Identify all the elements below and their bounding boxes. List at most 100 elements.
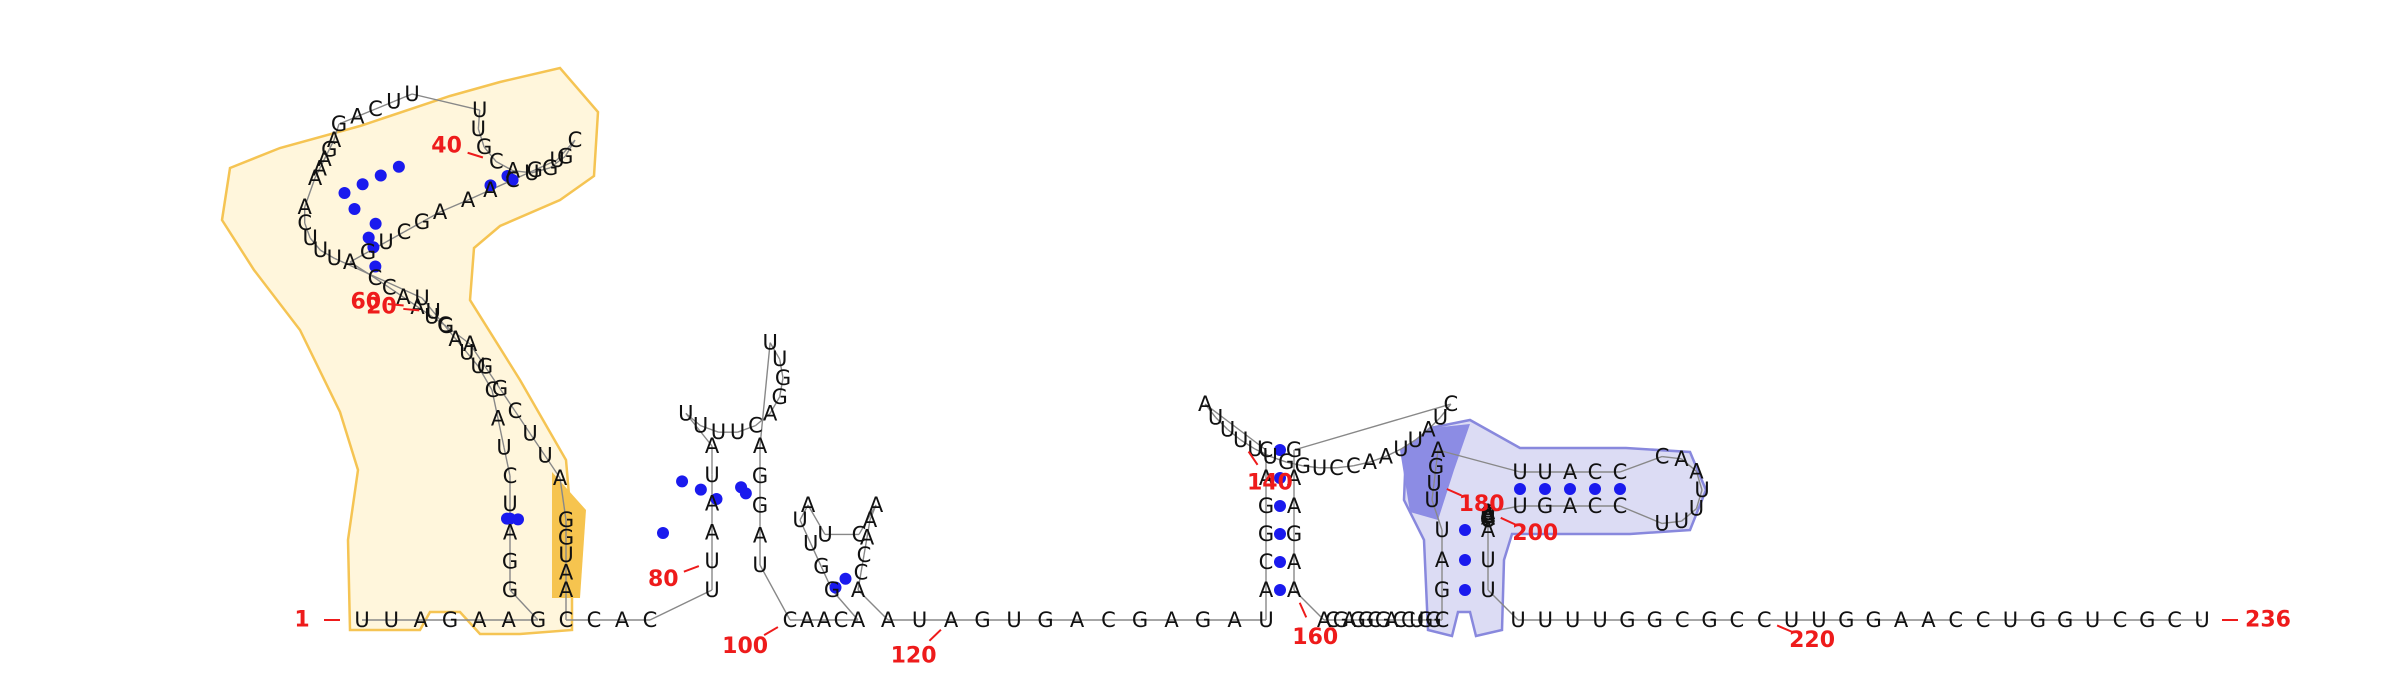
position-label-20: 20 [366, 294, 397, 319]
backbone-segment [333, 257, 423, 299]
nucleotide-137: A [1198, 392, 1213, 416]
nucleotide-216: G [1647, 608, 1663, 632]
backbone-segment [491, 389, 499, 419]
base-pair-dot [369, 217, 382, 230]
nucleotide-125: C [1101, 608, 1116, 632]
nucleotide-3: A [413, 608, 428, 632]
highlight-yellow-region [220, 66, 600, 636]
nucleotide-42: U [524, 161, 539, 185]
nucleotide-204: U [1480, 505, 1495, 529]
nucleotide-7: G [530, 608, 546, 632]
nucleotide-164: A [1342, 608, 1357, 632]
nucleotide-130: U [1258, 608, 1273, 632]
backbone-segment [1270, 455, 1287, 463]
base-pair-dot [369, 260, 382, 273]
backbone-segment [810, 543, 822, 567]
nucleotide-154: C [1444, 392, 1459, 416]
backbone-segment [857, 589, 889, 621]
backbone-segment [385, 231, 405, 243]
nucleotide-14: A [491, 407, 506, 431]
nucleotide-189: A [1674, 447, 1689, 471]
nucleotide-230: G [2030, 608, 2046, 632]
nucleotide-59: A [396, 285, 411, 309]
nucleotide-94: U [762, 331, 777, 355]
nucleotide-115: C [857, 543, 872, 567]
base-pair-dot [367, 241, 380, 254]
backbone-segment [799, 519, 812, 544]
backbone-segment [685, 412, 713, 447]
nucleotide-85: U [678, 401, 693, 425]
backbone-segment [417, 306, 433, 317]
nucleotide-177: A [1435, 548, 1450, 572]
backbone-segment [769, 342, 781, 360]
nucleotide-186: C [1588, 460, 1603, 484]
backbone-segment [338, 115, 358, 125]
backbone-segment [778, 359, 784, 379]
backbone-segment [1681, 508, 1697, 522]
base-pair-layer [338, 160, 1626, 596]
nucleotide-214: U [1592, 608, 1607, 632]
nucleotide-10: A [503, 521, 518, 545]
nucleotide-83: U [704, 463, 719, 487]
backbone-segment [349, 251, 369, 263]
nucleotide-65: G [492, 377, 508, 401]
nucleotide-140: U [1233, 428, 1248, 452]
nucleotide-209: U [1480, 548, 1495, 572]
nucleotide-98: A [753, 523, 768, 547]
backbone-segment [700, 424, 719, 433]
nucleotide-34: C [368, 97, 383, 121]
backbone-segment [431, 315, 447, 327]
nucleotide-207: U [1480, 508, 1495, 532]
nucleotide-142: U [1263, 444, 1278, 468]
nucleotide-124: A [1070, 608, 1085, 632]
nucleotide-153: U [1433, 405, 1448, 429]
nucleotide-212: U [1538, 608, 1553, 632]
backbone-segment [531, 167, 551, 174]
nucleotide-21: U [414, 286, 429, 310]
nucleotide-190: A [1689, 459, 1704, 483]
nucleotide-64: G [477, 354, 493, 378]
nucleotide-76: C [587, 608, 602, 632]
base-pair-dot [735, 481, 748, 494]
nucleotide-119: U [912, 608, 927, 632]
nucleotide-8: G [502, 578, 518, 602]
backbone-segment [349, 261, 376, 279]
nucleotide-151: U [1408, 428, 1423, 452]
position-label-220: 220 [1789, 628, 1835, 653]
nucleotide-195: C [1613, 494, 1628, 518]
nucleotide-78: C [643, 608, 658, 632]
nucleotide-63: A [463, 332, 478, 356]
nucleotide-203: C [1481, 503, 1496, 527]
nucleotide-105: G [824, 578, 840, 602]
backbone-segment [477, 365, 493, 391]
backbone-segment [323, 149, 330, 160]
nucleotide-191: U [1694, 478, 1709, 502]
nucleotide-179: U [1424, 488, 1439, 512]
backbone-segment [649, 589, 713, 621]
backbone-segment [1487, 589, 1519, 621]
nucleotide-30: G [321, 138, 337, 162]
nucleotide-41: A [506, 159, 521, 183]
nucleotide-60: A [410, 295, 425, 319]
nucleotide-33: A [350, 105, 365, 129]
base-pair-dot [1614, 483, 1626, 495]
nucleotide-26: A [298, 195, 313, 219]
nucleotide-71: G [558, 526, 574, 550]
backbone-segment [374, 277, 390, 289]
backbone-layer [303, 93, 2202, 621]
nucleotide-50: A [461, 188, 476, 212]
nucleotide-35: U [386, 90, 401, 114]
nucleotide-139: U [1220, 417, 1235, 441]
nucleotide-133: G [1258, 522, 1274, 546]
backbone-segment [1427, 416, 1441, 430]
nucleotide-184: U [1537, 460, 1552, 484]
nucleotide-96: G [752, 464, 768, 488]
nucleotide-28: A [313, 157, 328, 181]
backbone-segment [411, 93, 480, 111]
backbone-segment [1619, 455, 1663, 473]
nucleotide-223: G [1838, 608, 1854, 632]
backbone-segment [1439, 403, 1452, 418]
nucleotide-169: A [1384, 608, 1399, 632]
backbone-segment [857, 572, 862, 591]
backbone-segment [356, 108, 376, 118]
